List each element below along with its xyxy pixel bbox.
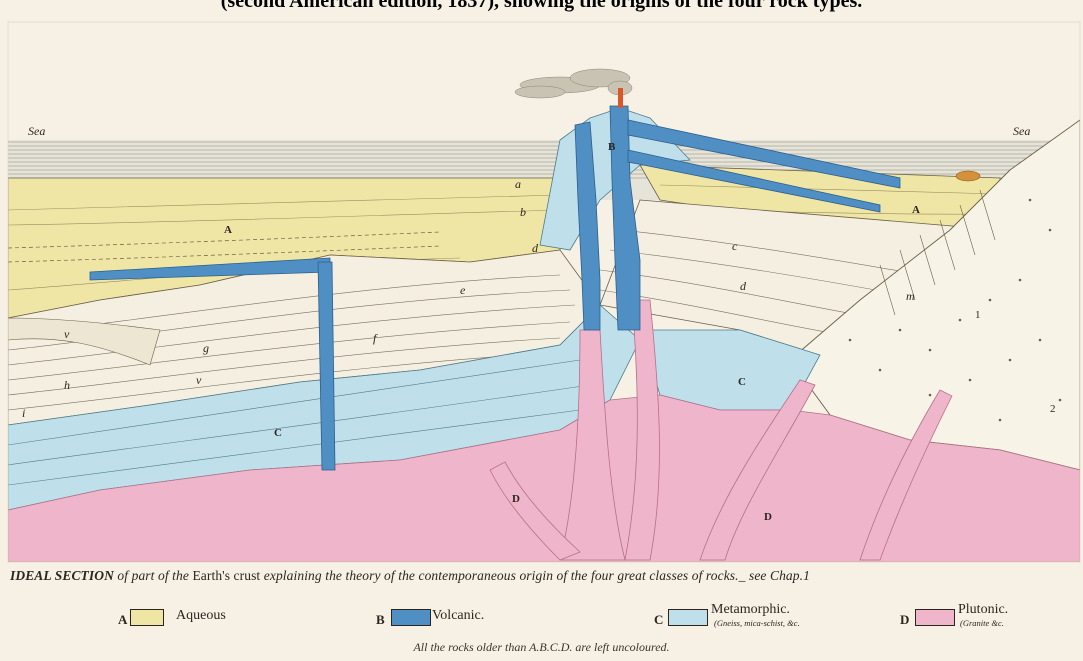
label-b: b [520, 205, 526, 219]
label-A-right: A [912, 204, 920, 216]
legend-label: Volcanic. [432, 608, 484, 624]
label-C-right: C [738, 376, 746, 388]
label-B: B [608, 141, 616, 153]
legend-swatch-volcanic [391, 609, 431, 626]
volcano-smoke [515, 69, 632, 98]
diagram-caption: IDEAL SECTION of part of the Earth's cru… [10, 568, 1080, 584]
legend-swatch-plutonic [915, 609, 955, 626]
label-D-right: D [764, 511, 772, 523]
label-sea-right: Sea [1013, 124, 1030, 138]
legend-letter: A [118, 612, 127, 628]
legend-item-aqueous: A Aqueous [118, 606, 318, 632]
legend-letter: D [900, 612, 909, 628]
legend-swatch-metamorphic [668, 609, 708, 626]
legend-label: Aqueous [176, 608, 226, 624]
label-2: 2 [1050, 403, 1056, 415]
footnote: All the rocks older than A.B.C.D. are le… [0, 640, 1083, 655]
label-v-1: v [64, 327, 70, 341]
label-D-left: D [512, 493, 520, 505]
caption-earth: Earth's crust [192, 568, 260, 583]
label-i: i [22, 406, 25, 420]
fire-island [956, 171, 980, 181]
legend-swatch-aqueous [130, 609, 164, 626]
legend-item-plutonic: D Plutonic. (Granite &c. [900, 606, 1080, 632]
legend-sublabel: (Granite &c. [960, 618, 1004, 628]
caption-lead: IDEAL SECTION [10, 568, 114, 583]
label-A-left: A [224, 224, 232, 236]
label-d-left: d [532, 241, 539, 255]
label-h: h [64, 378, 70, 392]
label-v-2: v [196, 373, 202, 387]
legend-item-metamorphic: C Metamorphic. (Gneiss, mica-schist, &c. [654, 606, 884, 632]
label-c: c [732, 239, 738, 253]
legend-label: Metamorphic. [711, 602, 790, 618]
caption-part2: explaining the theory of the contemporan… [260, 568, 810, 583]
label-e: e [460, 283, 466, 297]
label-g: g [203, 341, 209, 355]
caption-part1: of part of the [114, 568, 192, 583]
legend-label: Plutonic. [958, 602, 1008, 618]
legend-sublabel: (Gneiss, mica-schist, &c. [714, 618, 800, 628]
legend-letter: B [376, 612, 385, 628]
label-m: m [906, 289, 915, 303]
label-sea-left: Sea [28, 124, 45, 138]
label-1: 1 [975, 309, 981, 321]
legend-item-volcanic: B Volcanic. [376, 606, 576, 632]
legend-letter: C [654, 612, 663, 628]
label-d-right: d [740, 279, 747, 293]
volcano-vent [618, 88, 623, 108]
label-a: a [515, 177, 521, 191]
label-C-left: C [274, 427, 282, 439]
